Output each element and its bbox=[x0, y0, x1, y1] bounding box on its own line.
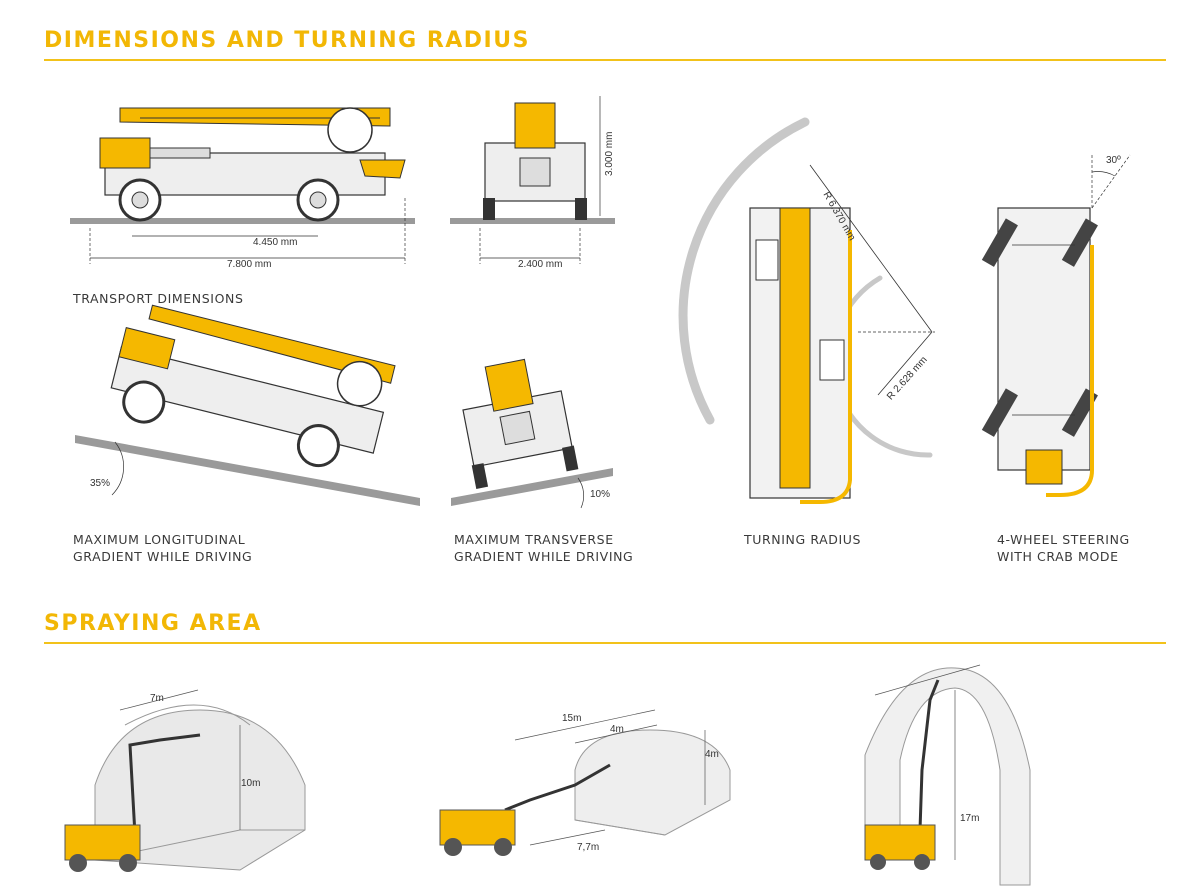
section-title-dimensions: DIMENSIONS AND TURNING RADIUS bbox=[44, 28, 530, 53]
spraying-area-arch-tall: 17m bbox=[860, 660, 1040, 886]
caption-longitudinal-line2: GRADIENT WHILE DRIVING bbox=[73, 549, 253, 564]
caption-turning: TURNING RADIUS bbox=[744, 532, 862, 547]
long-gradient-label: 35% bbox=[90, 478, 111, 489]
wheelbase-label: 4.450 mm bbox=[253, 237, 298, 248]
spray-b-height-label: 4m bbox=[705, 749, 719, 760]
transverse-gradient-view: 10% bbox=[448, 350, 618, 520]
caption-steering: 4-WHEEL STEERING WITH CRAB MODE bbox=[997, 531, 1130, 565]
section-divider bbox=[44, 642, 1166, 644]
longitudinal-gradient-view: 35% bbox=[70, 304, 430, 520]
caption-longitudinal-line1: MAXIMUM LONGITUDINAL bbox=[73, 532, 246, 547]
caption-transverse-line2: GRADIENT WHILE DRIVING bbox=[454, 549, 634, 564]
height-label: 3.000 mm bbox=[604, 131, 615, 176]
caption-steering-line2: WITH CRAB MODE bbox=[997, 549, 1119, 564]
spray-a-width-label: 7m bbox=[150, 693, 164, 704]
caption-transport: TRANSPORT DIMENSIONS bbox=[73, 291, 244, 306]
ground-bar bbox=[70, 218, 415, 224]
steer-angle-label: 30º bbox=[1106, 155, 1121, 166]
caption-steering-line1: 4-WHEEL STEERING bbox=[997, 532, 1130, 547]
crab-steering-view: 30º bbox=[980, 150, 1140, 520]
transport-rear-view: 2.400 mm 3.000 mm bbox=[445, 88, 635, 278]
caption-longitudinal: MAXIMUM LONGITUDINAL GRADIENT WHILE DRIV… bbox=[73, 531, 252, 565]
spray-b-length-label: 15m bbox=[562, 713, 582, 724]
section-divider bbox=[44, 59, 1166, 61]
trans-gradient-label: 10% bbox=[590, 489, 611, 500]
section-title-spraying: SPRAYING AREA bbox=[44, 611, 262, 636]
spray-b-reach-label: 7,7m bbox=[577, 842, 600, 853]
turning-radius-view: R 6.370 mm R 2.628 mm bbox=[678, 110, 950, 520]
length-label: 7.800 mm bbox=[227, 259, 272, 270]
spray-c-height-label: 17m bbox=[960, 813, 980, 824]
spray-b-width-label: 4m bbox=[610, 724, 624, 735]
caption-transverse: MAXIMUM TRANSVERSE GRADIENT WHILE DRIVIN… bbox=[454, 531, 633, 565]
caption-transverse-line1: MAXIMUM TRANSVERSE bbox=[454, 532, 614, 547]
transport-side-view: 4.450 mm 7.800 mm bbox=[60, 88, 430, 278]
spraying-area-tunnel-long: 15m 4m 4m 7,7m bbox=[435, 705, 745, 875]
width-label: 2.400 mm bbox=[518, 259, 563, 270]
spraying-area-arch-wide: 7m 10m bbox=[50, 685, 340, 875]
spray-a-height-label: 10m bbox=[241, 778, 261, 789]
